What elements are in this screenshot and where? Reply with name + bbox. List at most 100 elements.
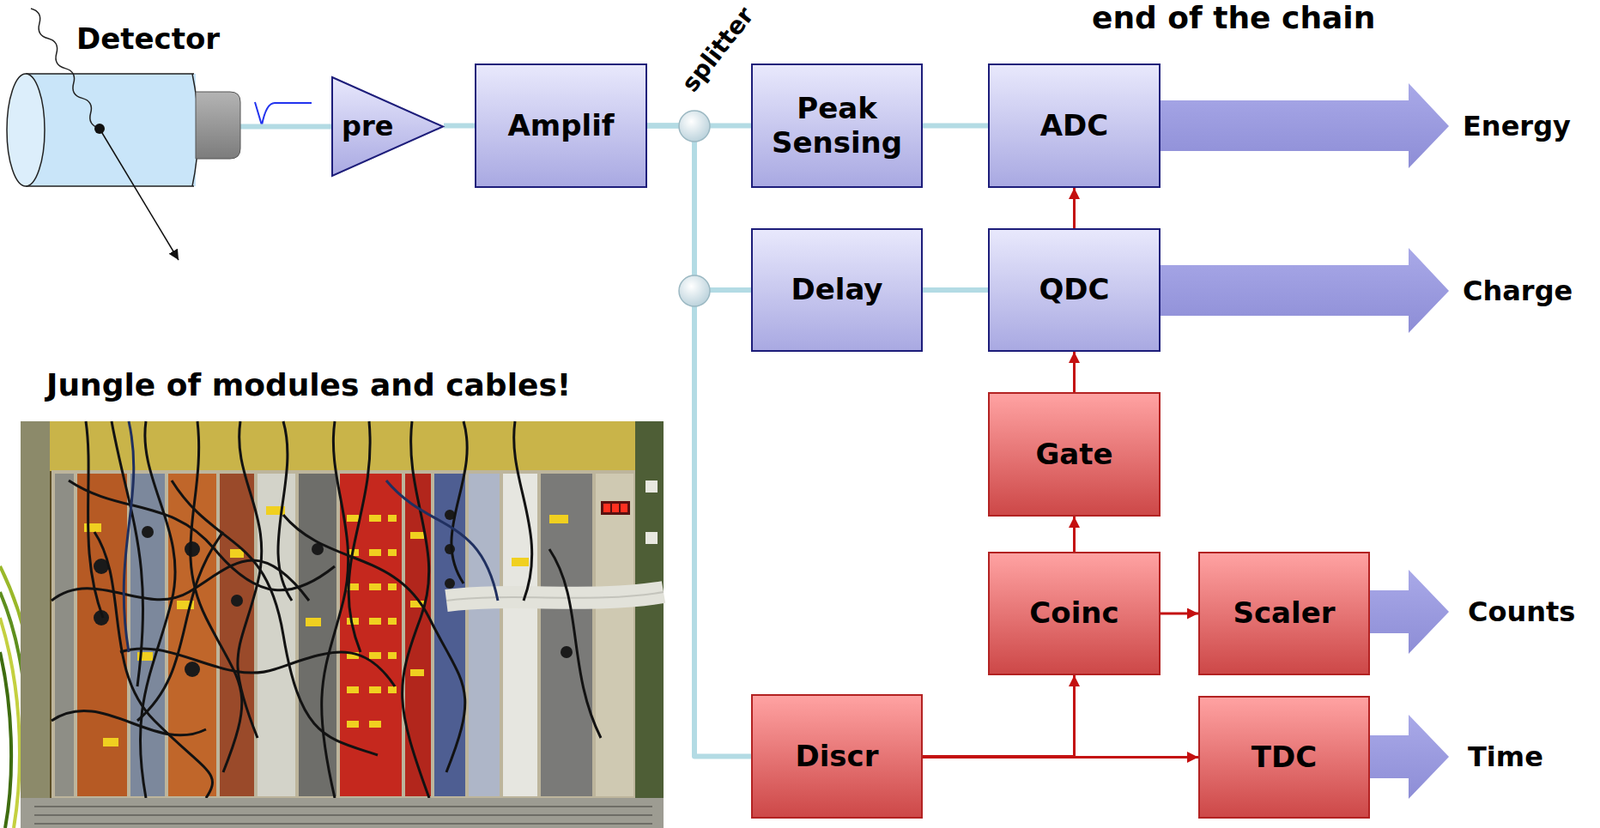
illustration-part [1160, 83, 1449, 169]
illustration-part [34, 806, 653, 808]
output-label: Energy [1462, 110, 1571, 142]
illustration-part [645, 532, 658, 545]
illustration-part [444, 578, 455, 589]
process-box: Delay [751, 228, 923, 352]
illustration-part [446, 592, 664, 601]
logic-box: Scaler [1198, 551, 1370, 676]
illustration-part [346, 515, 359, 522]
logic-box: Discr [751, 694, 923, 819]
illustration-part [184, 541, 200, 558]
illustration-part [387, 618, 397, 625]
illustration-part [549, 549, 601, 739]
illustration-part [511, 557, 529, 567]
output-label: Time [1467, 741, 1544, 773]
illustration-part [514, 421, 533, 601]
illustration-part [451, 421, 467, 584]
illustration-part [369, 652, 382, 660]
illustration-part [321, 421, 349, 799]
amplifier-triangle: pre [331, 76, 444, 177]
illustration-part [600, 501, 631, 516]
illustration-part [540, 473, 593, 797]
illustration-part [595, 473, 634, 797]
illustration-part [1369, 715, 1449, 800]
illustration-part [298, 473, 337, 797]
illustration-part [346, 721, 359, 728]
detector-cylinder: Detector [5, 20, 241, 188]
illustration-part [645, 480, 658, 493]
output-label: Counts [1467, 596, 1576, 628]
illustration-part [387, 549, 397, 557]
illustration-part [25, 73, 196, 187]
illustration-part [0, 618, 20, 828]
illustration-part [444, 544, 455, 555]
illustration-part [123, 421, 498, 653]
process-box: Peak Sensing [751, 63, 923, 188]
illustration-part [84, 506, 569, 747]
illustration-part [6, 73, 45, 187]
logic-arrow [1072, 516, 1076, 552]
node-label: ADC [989, 109, 1159, 143]
illustration-part [219, 473, 255, 797]
signal-wire [647, 126, 752, 291]
illustration-part [94, 123, 105, 134]
illustration-part [0, 652, 12, 828]
illustration-part [139, 421, 176, 799]
illustration-part [369, 515, 382, 522]
illustration-part [283, 515, 466, 773]
illustration-part [346, 686, 359, 694]
illustration-part [99, 128, 179, 261]
illustration-part [560, 646, 573, 659]
node-label: pre [331, 110, 394, 143]
illustration-part [549, 515, 569, 524]
illustration-part [171, 480, 378, 756]
illustration-part [386, 480, 498, 601]
signal-wire [922, 287, 988, 293]
illustration-part [387, 515, 397, 522]
illustration-part [405, 473, 431, 797]
illustration-part [195, 91, 241, 159]
output-arrows [1160, 83, 1449, 800]
illustration-part [369, 618, 382, 625]
node-label: QDC [989, 272, 1159, 307]
logic-arrow [1072, 351, 1076, 393]
triangle-shape [332, 77, 443, 176]
node-label: Peak Sensing [752, 91, 922, 159]
illustration-part [20, 798, 664, 828]
logic-arrow [922, 675, 1075, 758]
illustration-part [678, 110, 710, 142]
rack-photo [20, 421, 664, 828]
illustration-part [305, 618, 322, 627]
illustration-part [387, 583, 397, 591]
illustration-part [34, 823, 653, 825]
illustration-part [137, 532, 224, 722]
logic-box: Coinc [987, 551, 1161, 676]
illustration-part [51, 421, 601, 799]
illustration-part [410, 532, 425, 540]
illustration-part [369, 686, 382, 694]
illustration-part [369, 549, 382, 557]
illustration-part [369, 721, 382, 728]
illustration-part [20, 421, 664, 828]
illustration-part [103, 738, 119, 747]
illustration-part [25, 73, 194, 187]
illustration-part [503, 473, 538, 797]
signal-wire [240, 124, 332, 130]
illustration-part [348, 421, 370, 653]
illustration-part [603, 503, 611, 513]
illustration-part [34, 814, 653, 817]
illustration-part [446, 592, 664, 601]
photo-caption: Jungle of modules and cables! [46, 367, 571, 404]
illustration-part [387, 652, 397, 660]
process-box: ADC [987, 63, 1161, 188]
illustration-part [635, 421, 664, 828]
node-label: Scaler [1200, 596, 1369, 631]
illustration-part [111, 421, 144, 687]
output-label: Charge [1462, 275, 1573, 307]
illustration-part [184, 661, 200, 678]
illustration-part [1160, 248, 1449, 334]
title-fragment: end of the chain [1091, 0, 1376, 37]
illustration-part [468, 473, 500, 797]
illustration-part [678, 275, 710, 307]
illustration-part [141, 526, 154, 539]
logic-arrow [1160, 612, 1199, 616]
